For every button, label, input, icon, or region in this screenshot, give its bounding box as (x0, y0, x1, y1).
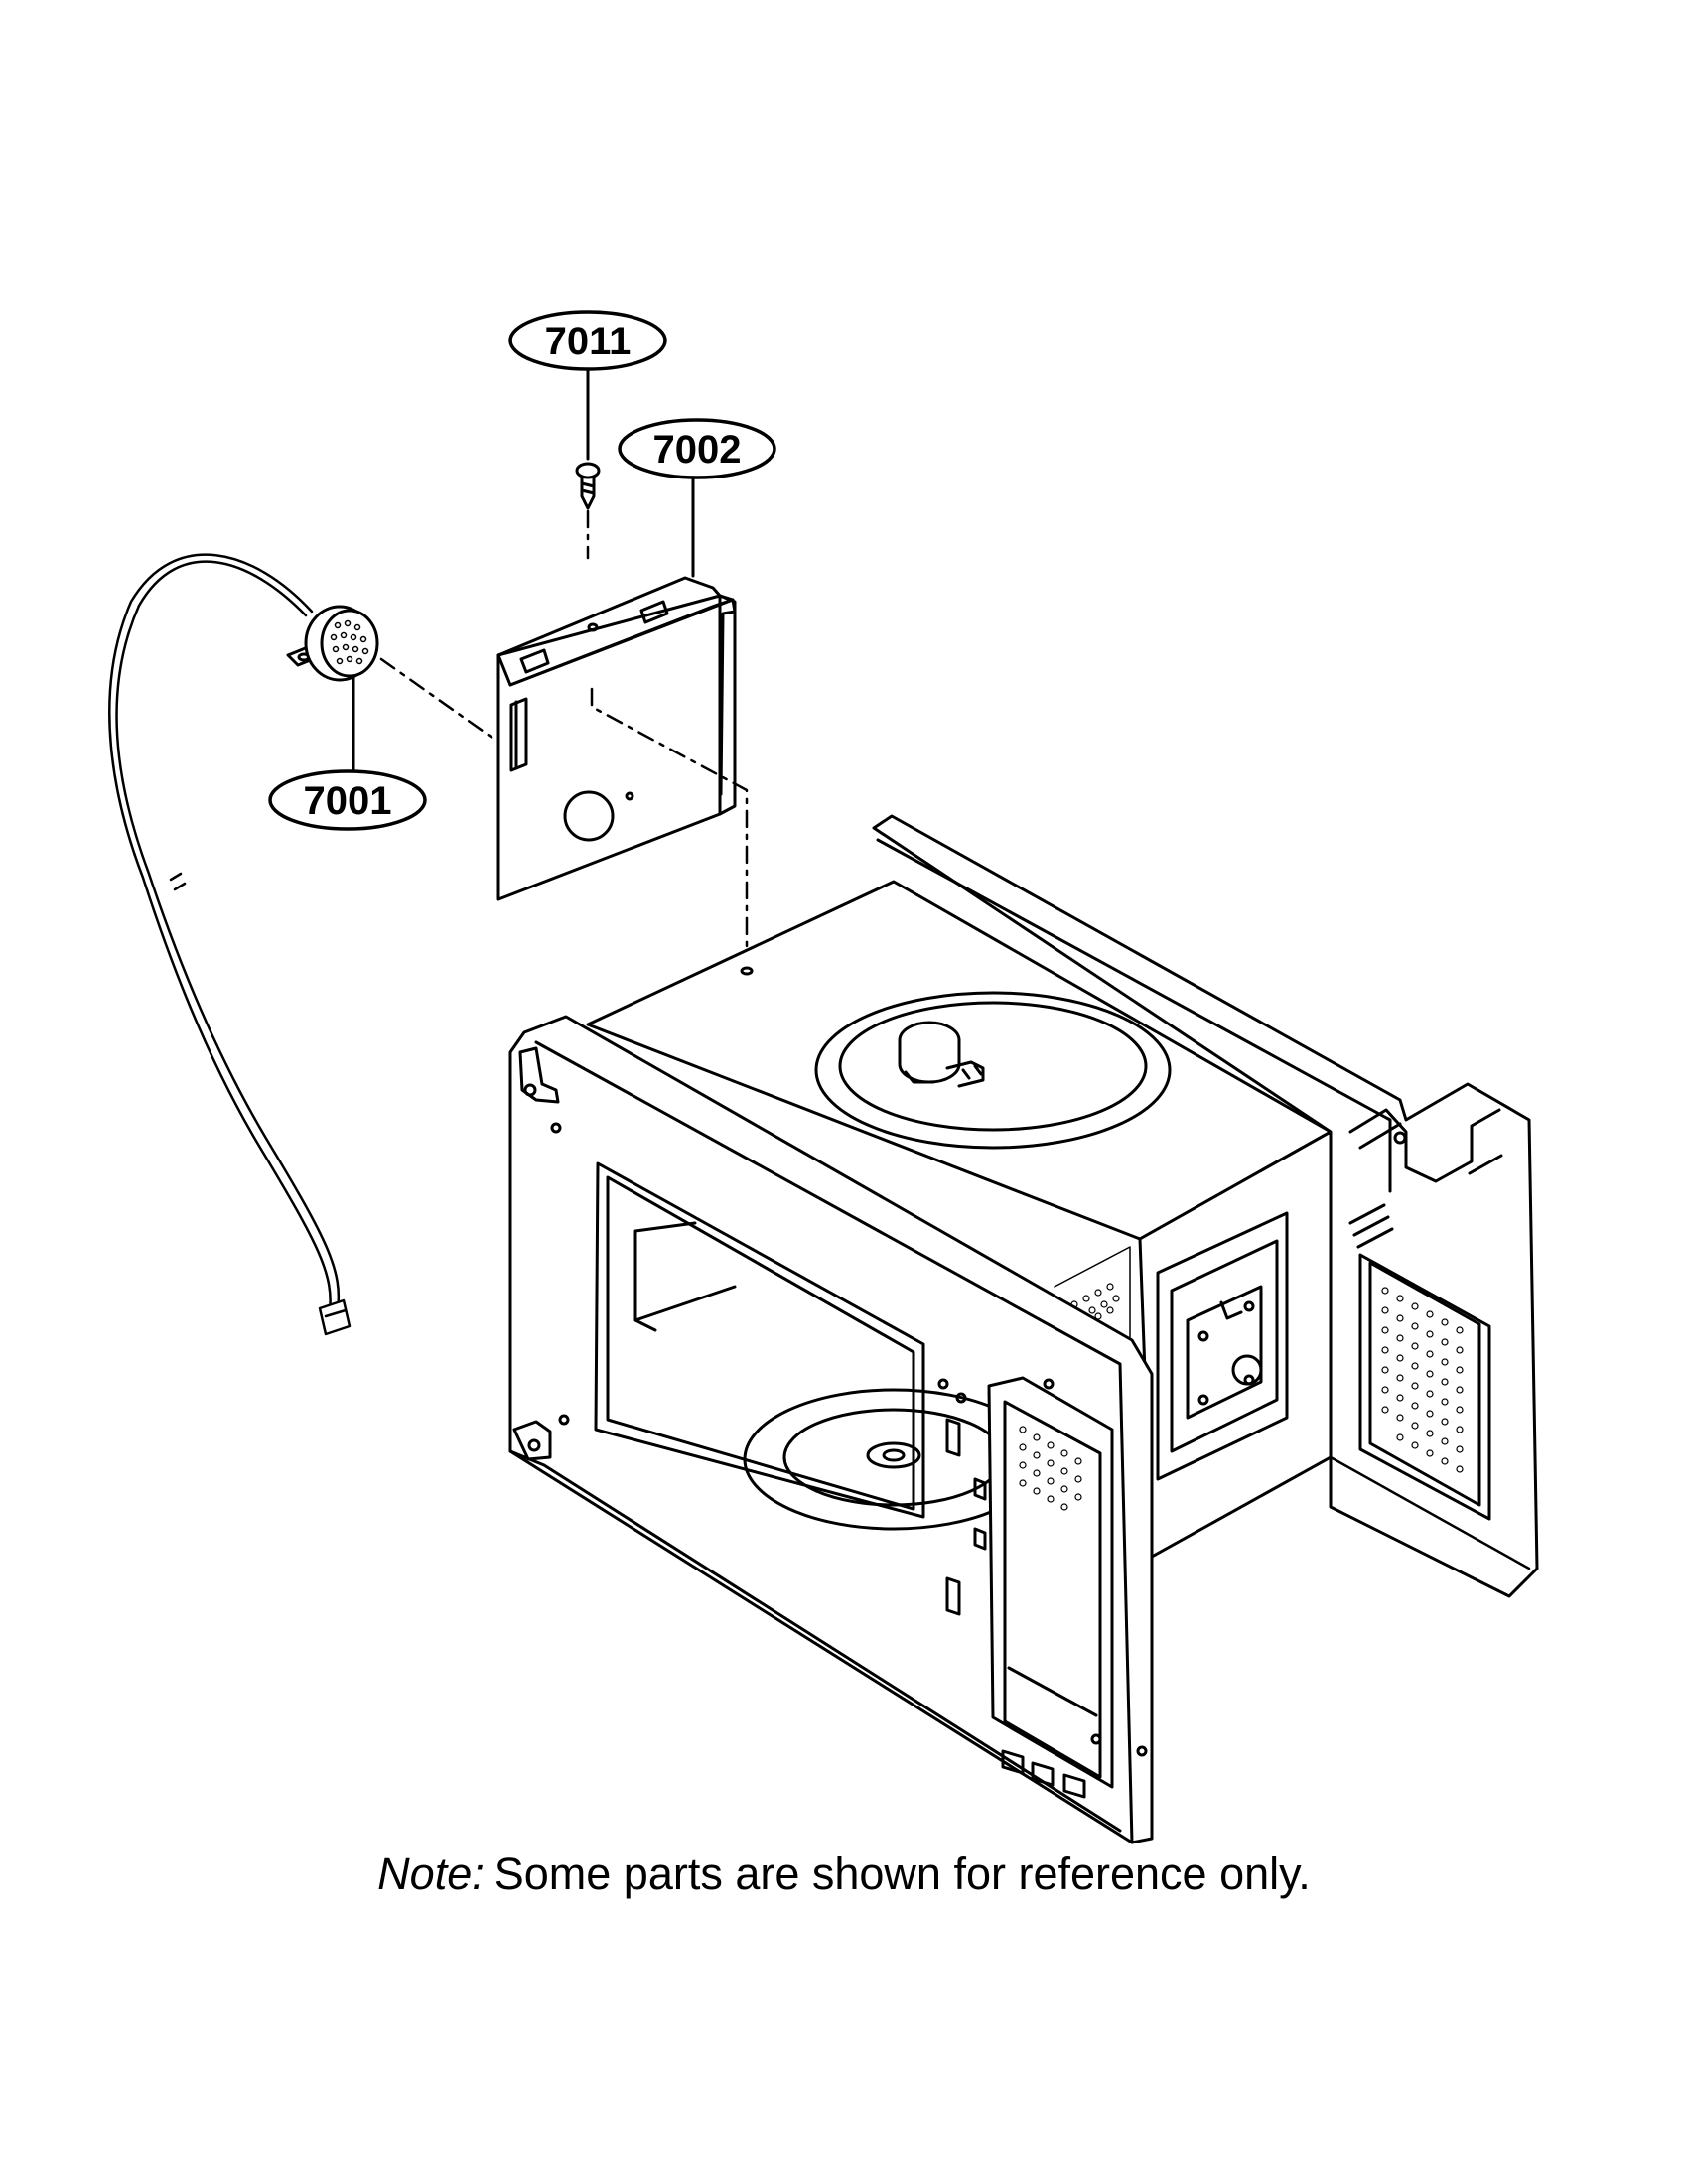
note-label: Note: (377, 1848, 485, 1899)
callout-7011: 7011 (508, 310, 667, 461)
screw-part (575, 462, 601, 510)
stirrer-motor (898, 1021, 985, 1088)
thermostat-sensor-part (286, 605, 379, 682)
reference-note: Note:Some parts are shown for reference … (0, 1848, 1688, 1900)
microwave-cabinet (508, 814, 1539, 1844)
callout-7002: 7002 (618, 418, 776, 578)
callout-7002-label: 7002 (653, 428, 742, 472)
callout-7001: 7001 (268, 673, 427, 831)
back-panel (872, 814, 1539, 1598)
callout-7011-label: 7011 (545, 320, 632, 363)
front-frame (508, 1015, 1154, 1844)
wire-harness (108, 553, 352, 1336)
side-motor-plate (1156, 1211, 1289, 1481)
callout-7001-label: 7001 (304, 779, 392, 823)
note-text: Some parts are shown for reference only. (493, 1848, 1311, 1899)
mounting-bracket-part (496, 576, 737, 901)
